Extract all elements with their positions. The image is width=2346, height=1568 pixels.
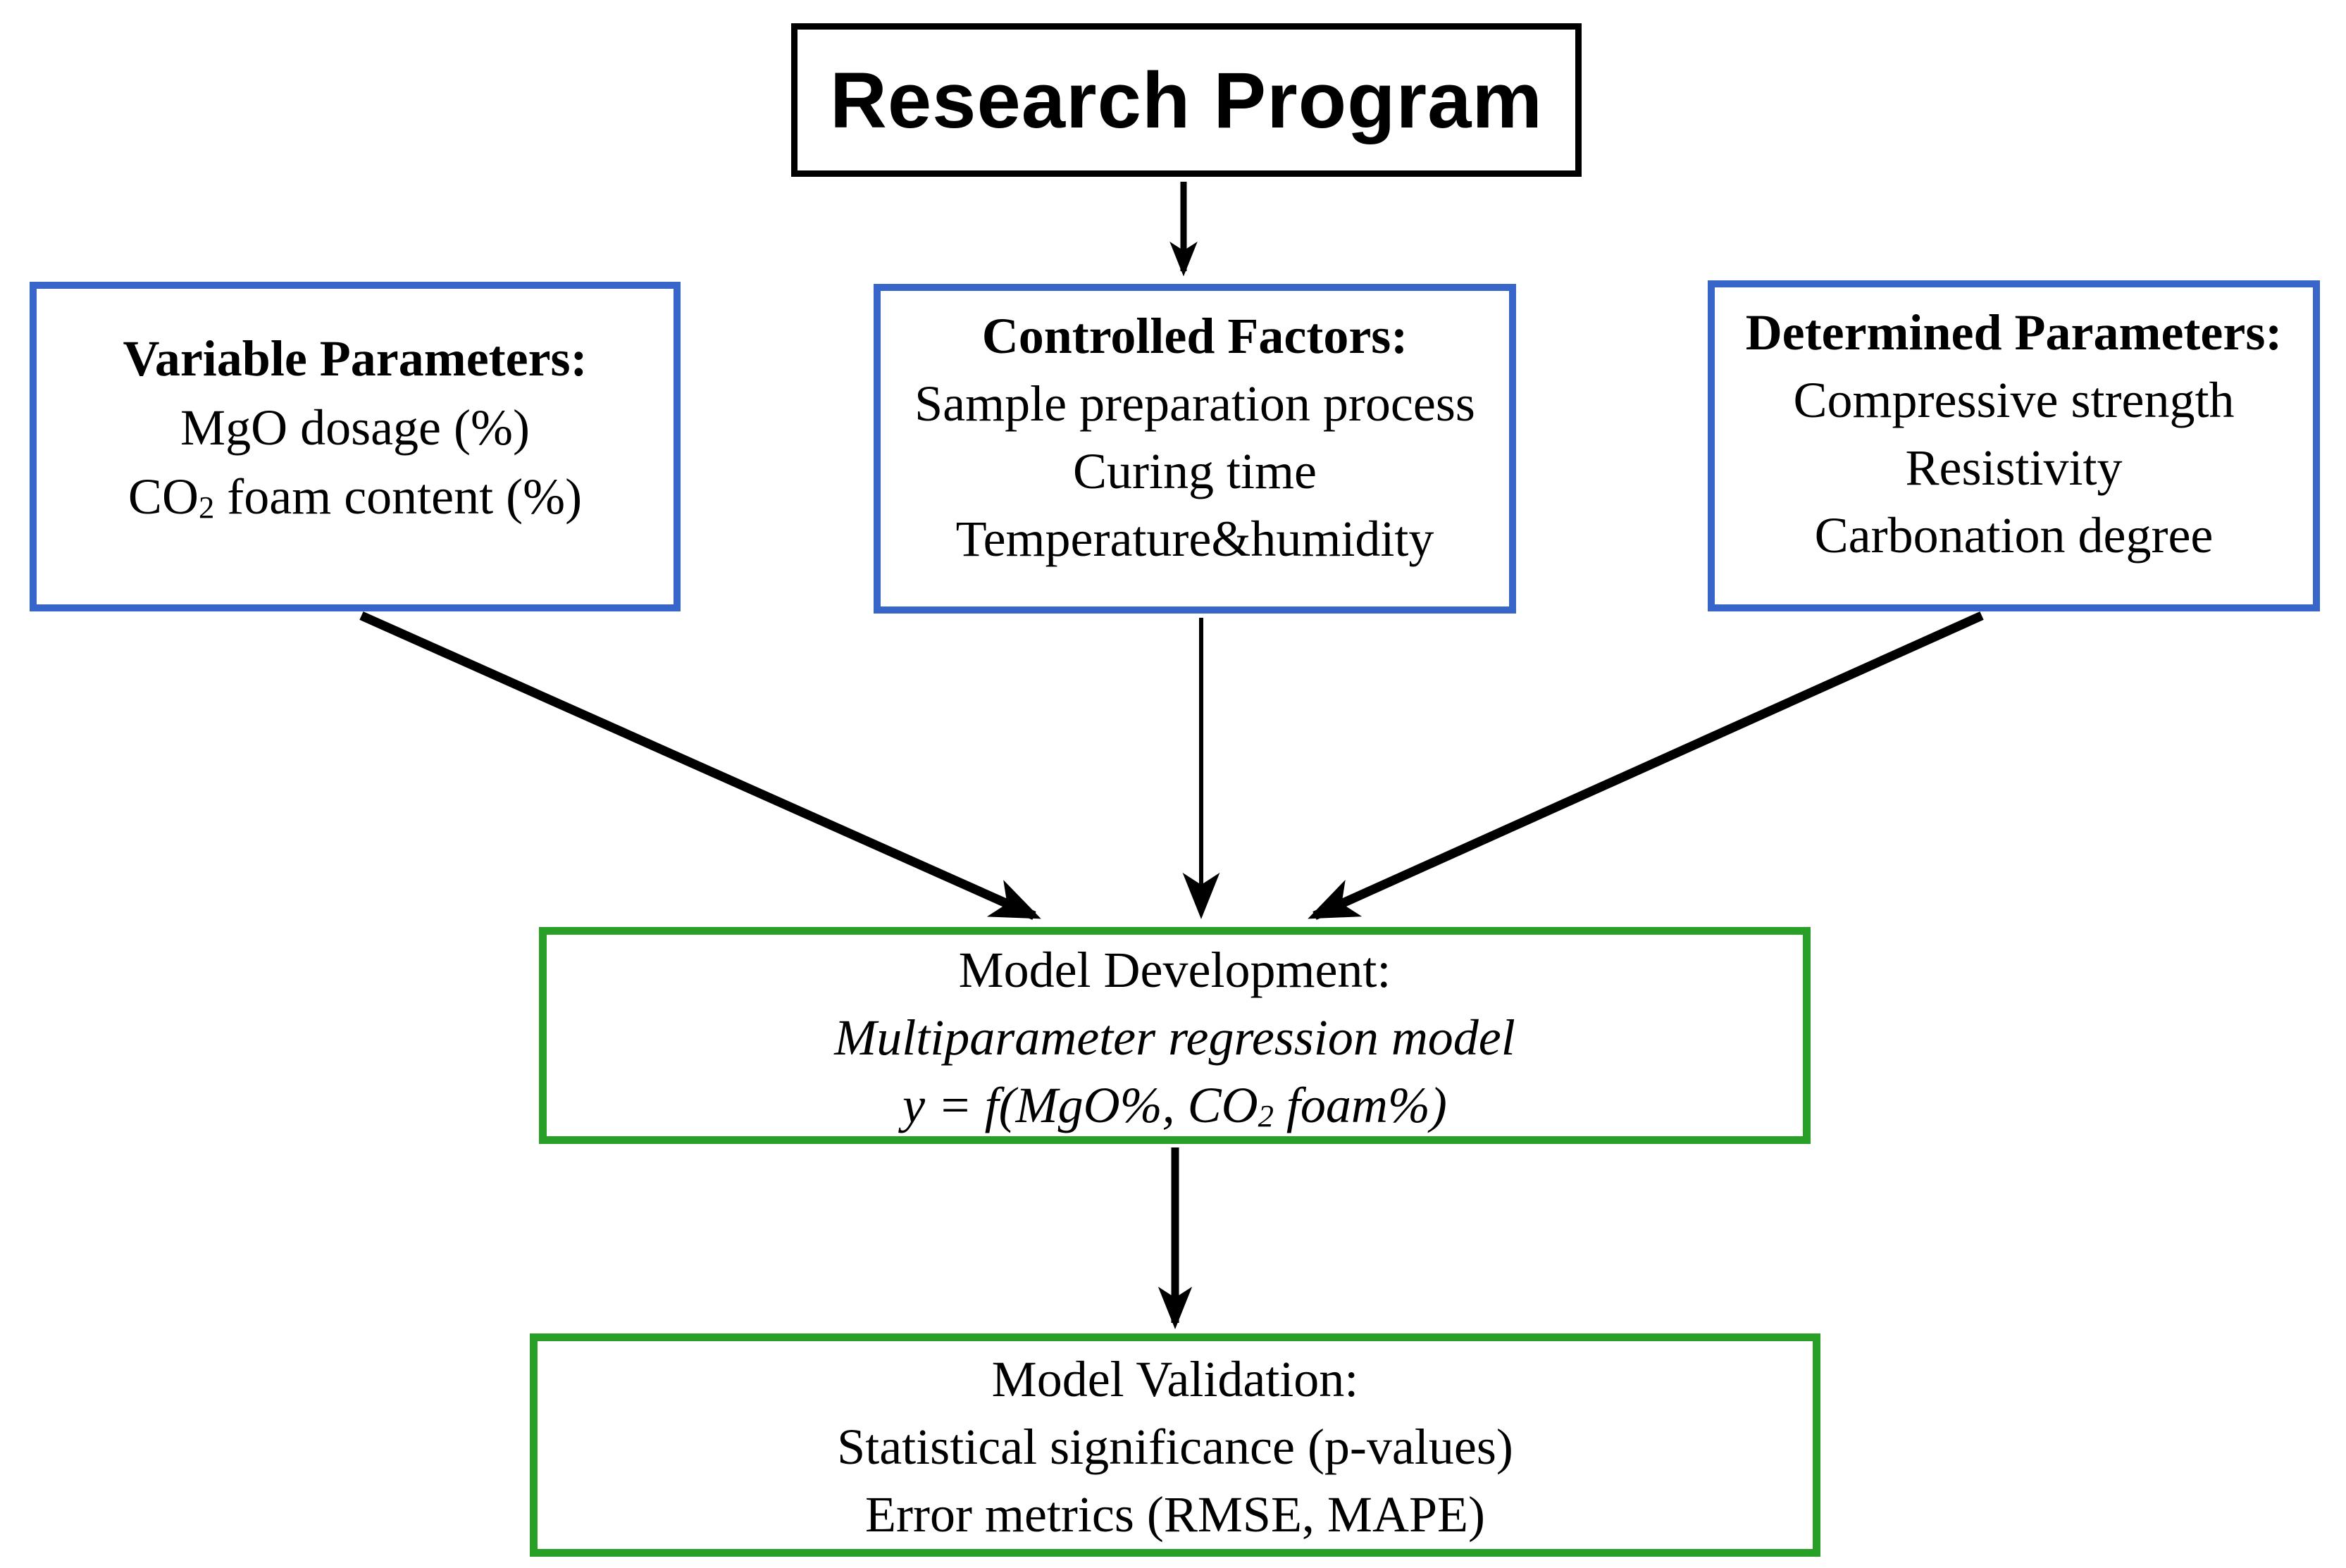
co2-suffix: foam content (%) bbox=[214, 468, 583, 525]
model-validation-box: Model Validation: Statistical significan… bbox=[530, 1333, 1820, 1557]
controlled-factors-line: Sample preparation process bbox=[914, 375, 1475, 432]
formula-subscript: 2 bbox=[1258, 1097, 1274, 1133]
arrow-variable-to-model-development bbox=[359, 611, 1041, 920]
model-validation-line: Statistical significance (p-values) bbox=[837, 1419, 1513, 1475]
variable-parameters-line-co2: CO2 foam content (%) bbox=[37, 462, 674, 531]
co2-prefix: CO bbox=[128, 468, 199, 525]
variable-parameters-box: Variable Parameters: MgO dosage (%) CO2 … bbox=[30, 282, 681, 611]
model-validation-title: Model Validation: bbox=[991, 1351, 1359, 1407]
controlled-factors-title: Controlled Factors: bbox=[981, 308, 1408, 364]
model-development-box: Model Development: Multiparameter regres… bbox=[539, 927, 1811, 1144]
model-validation-line: Error metrics (RMSE, MAPE) bbox=[865, 1486, 1485, 1543]
research-program-box: Research Program bbox=[791, 23, 1582, 177]
research-program-title: Research Program bbox=[829, 56, 1544, 144]
co2-subscript: 2 bbox=[198, 489, 215, 525]
controlled-factors-line: Curing time bbox=[1073, 443, 1317, 499]
determined-parameters-line: Resistivity bbox=[1905, 440, 2123, 496]
determined-parameters-box: Determined Parameters: Compressive stren… bbox=[1708, 280, 2320, 611]
controlled-factors-line: Temperature&humidity bbox=[955, 511, 1434, 567]
formula-suffix: foam%) bbox=[1273, 1077, 1447, 1133]
formula-prefix: y = f(MgO%, CO bbox=[902, 1077, 1258, 1133]
determined-parameters-title: Determined Parameters: bbox=[1745, 304, 2283, 361]
determined-parameters-line: Compressive strength bbox=[1793, 372, 2235, 428]
model-development-formula: y = f(MgO%, CO2 foam%) bbox=[547, 1071, 1803, 1139]
model-development-title: Model Development: bbox=[958, 942, 1391, 998]
arrow-determined-to-model-development bbox=[1308, 611, 1984, 920]
variable-parameters-line-mgo: MgO dosage (%) bbox=[180, 399, 530, 456]
controlled-factors-box: Controlled Factors: Sample preparation p… bbox=[874, 284, 1516, 614]
determined-parameters-line: Carbonation degree bbox=[1814, 507, 2214, 564]
variable-parameters-title: Variable Parameters: bbox=[123, 330, 588, 387]
model-development-regression-line: Multiparameter regression model bbox=[834, 1009, 1515, 1066]
